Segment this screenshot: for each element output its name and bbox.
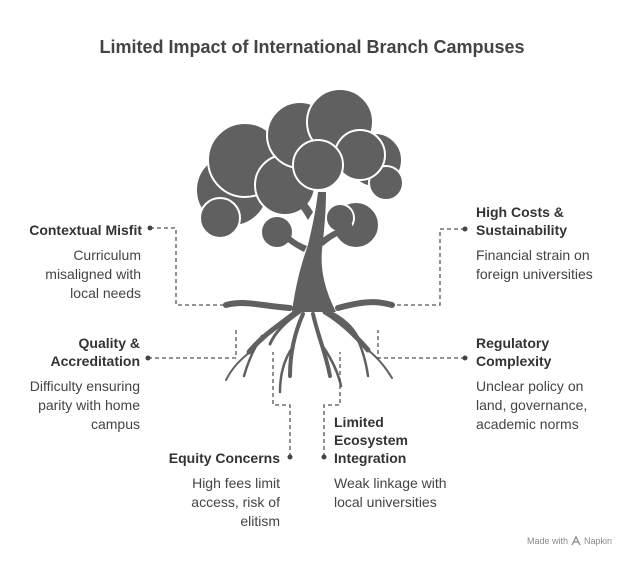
item-heading-regulatory-complexity: Regulatory Complexity <box>476 335 552 369</box>
connector-contextual-misfit <box>150 227 230 306</box>
tree-canopy <box>195 88 404 249</box>
item-heading-quality-accreditation: Quality & Accreditation <box>50 335 140 369</box>
connector-dots <box>145 225 468 460</box>
footer-made-with: Made with <box>527 536 569 546</box>
connector-regulatory-complexity <box>377 330 465 359</box>
footer-brand: Napkin <box>584 536 613 546</box>
footer-attribution: Made with Napkin <box>527 536 612 546</box>
item-heading-contextual-misfit: Contextual Misfit <box>29 222 142 238</box>
tree-roots <box>223 299 395 394</box>
napkin-logo-icon <box>571 536 581 546</box>
item-heading-high-costs-sustainability: High Costs & Sustainability <box>476 204 568 238</box>
tree-trunk <box>276 181 353 312</box>
item-description-regulatory-complexity: Unclear policy on land, governance, acad… <box>476 378 588 432</box>
connector-quality-accreditation <box>148 330 237 359</box>
item-description-limited-ecosystem-integration: Weak linkage with local universities <box>334 475 447 510</box>
item-description-high-costs-sustainability: Financial strain on foreign universities <box>476 247 593 282</box>
item-heading-limited-ecosystem-integration: Limited Ecosystem Integration <box>334 414 408 466</box>
connector-limited-ecosystem <box>323 352 341 457</box>
connector-lines <box>148 227 465 457</box>
diagram-title: Limited Impact of International Branch C… <box>99 37 525 57</box>
item-heading-equity-concerns: Equity Concerns <box>168 450 280 466</box>
connector-equity-concerns <box>272 352 291 457</box>
connector-high-costs <box>385 228 465 306</box>
item-description-contextual-misfit: Curriculum misaligned with local needs <box>45 247 141 301</box>
item-description-quality-accreditation: Difficulty ensuring parity with home cam… <box>29 378 140 432</box>
item-description-equity-concerns: High fees limit access, risk of elitism <box>191 475 280 529</box>
